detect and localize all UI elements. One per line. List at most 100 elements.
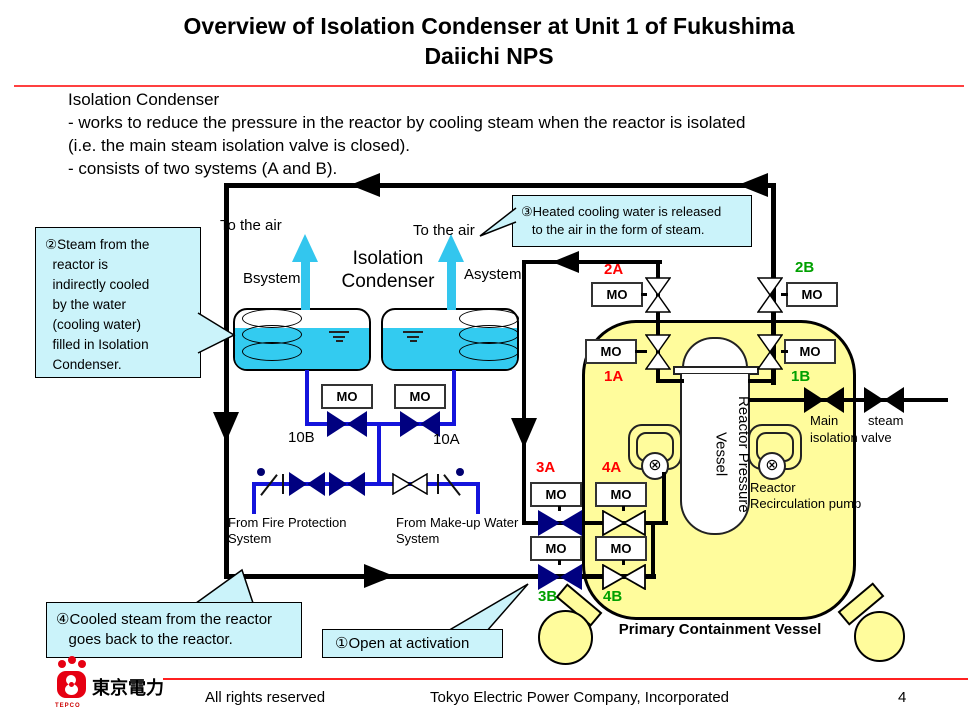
flow-arrow-down-icon: [213, 412, 239, 442]
water-level-icon: [336, 340, 343, 342]
bpipe-center-vertical: [377, 422, 381, 485]
company-name-jp: 東京電力: [92, 678, 164, 698]
bpipe-fire-stub: [252, 482, 256, 514]
mo-box-3a: MO: [530, 482, 582, 507]
valve-3a-icon: [538, 510, 582, 536]
mo-connector: [781, 293, 788, 296]
mo-box-2b: MO: [786, 282, 838, 307]
water-level-icon: [333, 336, 345, 338]
valve-1a-icon: [645, 334, 671, 370]
closed-valve-icon: [329, 472, 365, 496]
from-makeup-label: From Make-up Water System: [396, 515, 519, 546]
valve-label-3a: 3A: [536, 459, 556, 476]
isolation-condenser-label: Isolation Condenser: [341, 248, 435, 292]
tepco-logo-dot: [58, 660, 66, 668]
closed-valve-icon: [289, 472, 325, 496]
tepco-wordmark: TEPCO: [55, 703, 81, 709]
coil-icon: [459, 342, 519, 361]
valve-tick-icon: [437, 474, 439, 494]
msiv-label-steam: steam: [868, 413, 904, 428]
valve-label-2b: 2B: [795, 259, 815, 276]
water-level-icon: [410, 340, 417, 342]
pipe-left-vertical: [224, 183, 229, 579]
open-valve-icon: [392, 473, 428, 495]
footer-divider: [163, 678, 968, 680]
mo-connector: [781, 350, 788, 353]
valve-label-1b: 1B: [791, 368, 811, 385]
pipe-riser-to-pump: [662, 472, 666, 525]
mo-connector: [622, 506, 625, 511]
from-fire-label: From Fire Protection System: [228, 515, 347, 546]
pipe-row-connector: [651, 521, 655, 578]
bpipe-supply-header: [252, 482, 480, 486]
tepco-logo-dot: [68, 656, 76, 664]
flow-arrow-left-icon: [552, 251, 579, 273]
mo-box-10a: MO: [394, 384, 446, 409]
valve-2a-icon: [645, 277, 671, 313]
page-number: 4: [898, 689, 907, 706]
mo-box-4a: MO: [595, 482, 647, 507]
company-name-en: Tokyo Electric Power Company, Incorporat…: [430, 689, 730, 706]
water-level-icon: [407, 336, 419, 338]
pcv-label: Primary Containment Vessel: [618, 621, 822, 638]
intro-text: Isolation Condenser - works to reduce th…: [68, 88, 746, 180]
mo-box-3b: MO: [530, 536, 582, 561]
rights-label: All rights reserved: [205, 689, 326, 706]
title-divider: [14, 85, 964, 87]
valve-3b-icon: [538, 564, 582, 590]
callout-2: ②Steam from the reactor is indirectly co…: [35, 227, 201, 378]
recirc-pump-icon: ⊗: [641, 452, 669, 480]
bsystem-label: Bsystem: [243, 270, 301, 287]
mo-connector: [558, 506, 561, 511]
mo-box-1b: MO: [784, 339, 836, 364]
msiv-label-main: Main: [810, 413, 839, 428]
valve-4b-icon: [602, 564, 646, 590]
msiv-valve-icon: [864, 387, 904, 413]
tepco-logo-dot: [78, 660, 86, 668]
pipe-main-steam: [748, 398, 948, 402]
vent-arrow-shaft: [301, 260, 310, 310]
msiv-label-line2: isolation valve: [810, 430, 892, 445]
water-level-icon: [329, 331, 349, 333]
valve-label-4a: 4A: [602, 459, 622, 476]
mo-box-2a: MO: [591, 282, 643, 307]
coil-icon: [242, 342, 302, 361]
intro-line: Isolation Condenser: [68, 90, 220, 109]
flow-arrow-right-icon: [364, 564, 394, 588]
valve-tick-icon: [282, 474, 284, 494]
valve-label-10a: 10A: [433, 431, 460, 448]
pipe-a-column: [656, 260, 660, 383]
mo-connector: [635, 350, 647, 353]
pipe-bottom: [224, 574, 656, 579]
intro-line: (i.e. the main steam isolation valve is …: [68, 136, 411, 155]
vent-arrow-shaft: [447, 260, 456, 310]
callout-4-pointer: [191, 568, 255, 607]
tepco-logo-mark: [57, 671, 86, 698]
page-title: Overview of Isolation Condenser at Unit …: [183, 13, 795, 69]
mo-box-10b: MO: [321, 384, 373, 409]
valve-10a-icon: [400, 411, 440, 437]
mo-box-1a: MO: [585, 339, 637, 364]
pipe-row-a: [522, 521, 668, 525]
valve-label-4b: 4B: [603, 588, 623, 605]
valve-4a-icon: [602, 510, 646, 536]
flow-arrow-down-icon: [511, 418, 537, 448]
manual-valve-dot-icon: [257, 468, 265, 476]
rpv-label: Reactor Pressure Vessel: [712, 395, 753, 513]
callout-1-pointer: [445, 583, 529, 632]
bpipe-tank-b-drain: [305, 370, 309, 426]
valve-label-1a: 1A: [604, 368, 624, 385]
flow-arrow-left-icon: [738, 173, 768, 197]
manual-valve-dot-icon: [456, 468, 464, 476]
suppression-sphere-left: [538, 610, 593, 665]
suppression-sphere-right: [854, 611, 905, 662]
vent-arrow-icon: [292, 234, 318, 262]
intro-line: - consists of two systems (A and B).: [68, 159, 338, 178]
valve-1b-icon: [757, 334, 783, 370]
pipe-2a-branch: [522, 260, 662, 264]
recirc-pump-icon: ⊗: [758, 452, 786, 480]
mo-connector: [641, 293, 647, 296]
pipe-a-to-rpv: [656, 379, 684, 383]
flow-arrow-left-icon: [350, 173, 380, 197]
recirc-pump-label: Reactor Recirculation pump: [750, 480, 862, 511]
